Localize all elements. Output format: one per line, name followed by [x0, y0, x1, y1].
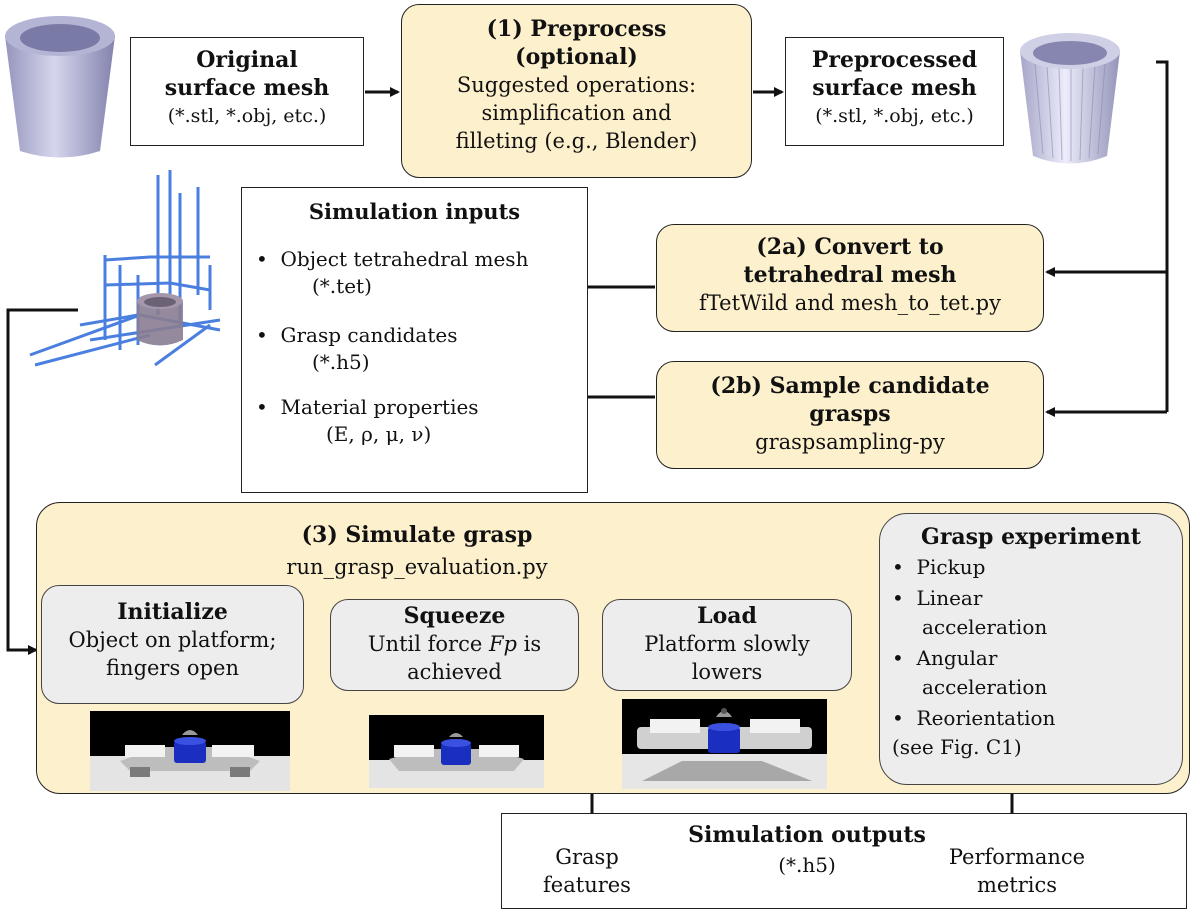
experiment-item-reorientation: • Reorientation — [892, 705, 1182, 732]
squeeze-title: Squeeze — [403, 603, 506, 629]
original-mesh-icon — [5, 16, 115, 158]
convert-box: (2a) Convert to tetrahedral mesh fTetWil… — [656, 224, 1044, 332]
experiment-angular-label-2: acceleration — [922, 675, 1048, 699]
experiment-linear-label-2: acceleration — [922, 615, 1048, 639]
preprocess-line-2: simplification and — [481, 101, 672, 125]
initialize-line-1: Object on platform; — [68, 628, 277, 652]
preprocess-line-3: filleting (e.g., Blender) — [455, 129, 698, 153]
preprocessed-mesh-icon — [1020, 33, 1120, 164]
gripper-render-icon — [90, 730, 290, 791]
experiment-pickup-label: Pickup — [916, 555, 986, 579]
input-item-material: • Material properties (E, ρ, μ, ν) — [256, 394, 587, 448]
output-performance-metrics: Performance metrics — [922, 843, 1112, 899]
load-line-2: lowers — [691, 660, 763, 684]
bullet: • — [256, 323, 268, 347]
experiment-item-pickup: • Pickup — [892, 554, 1182, 581]
grasp-experiment-title: Grasp experiment — [921, 524, 1141, 550]
squeeze-line-1-pre: Until force — [367, 632, 489, 656]
load-sim-image — [622, 699, 827, 789]
bullet: • — [892, 646, 904, 670]
gripper-render-icon — [622, 708, 827, 789]
simulate-title: (3) Simulate grasp — [301, 522, 533, 548]
convert-title-2: tetrahedral mesh — [743, 262, 957, 288]
preprocessed-mesh-title-2: surface mesh — [812, 75, 977, 101]
load-box: Load Platform slowly lowers — [602, 599, 852, 691]
input-material-label: Material properties — [280, 395, 479, 419]
output-grasp-features-2: features — [543, 873, 631, 897]
simulation-inputs-title: Simulation inputs — [308, 199, 521, 224]
sample-tools: graspsampling-py — [755, 430, 945, 454]
simulate-script: run_grasp_evaluation.py — [286, 555, 548, 579]
initialize-title: Initialize — [117, 599, 228, 625]
bullet: • — [892, 706, 904, 730]
bullet: • — [892, 586, 904, 610]
gripper-wireframe-icon — [29, 170, 221, 367]
experiment-angular-label-1: Angular — [916, 646, 998, 670]
simulation-inputs-box: Simulation inputs • Object tetrahedral m… — [241, 187, 588, 493]
gripper-render-icon — [369, 733, 544, 788]
preprocessed-mesh-formats: (*.stl, *.obj, etc.) — [815, 105, 974, 127]
simulation-outputs-format: (*.h5) — [778, 853, 836, 877]
preprocess-title-1: (1) Preprocess — [486, 16, 667, 42]
preprocess-box: (1) Preprocess (optional) Suggested oper… — [401, 4, 752, 178]
output-grasp-features: Grasp features — [522, 843, 652, 899]
sample-box: (2b) Sample candidate grasps graspsampli… — [656, 361, 1044, 469]
preprocess-title-2: (optional) — [515, 44, 638, 70]
squeeze-line-1-post: is — [516, 632, 542, 656]
grasp-experiment-box: Grasp experiment • Pickup • Linear accel… — [879, 513, 1183, 785]
experiment-item-angular: • Angular — [892, 645, 1182, 672]
output-performance-metrics-2: metrics — [976, 873, 1058, 897]
convert-tools: fTetWild and mesh_to_tet.py — [699, 291, 1001, 315]
sample-title-2: grasps — [809, 401, 891, 427]
initialize-line-2: fingers open — [106, 656, 239, 680]
input-item-tet-mesh: • Object tetrahedral mesh (*.tet) — [256, 246, 587, 300]
force-variable: Fp — [488, 632, 517, 656]
input-tet-mesh-label: Object tetrahedral mesh — [280, 247, 529, 271]
input-material-detail: (E, ρ, μ, ν) — [326, 422, 432, 446]
simulation-outputs-title: Simulation outputs — [688, 822, 926, 848]
initialize-sim-image — [90, 711, 290, 791]
squeeze-sim-image — [369, 715, 544, 788]
squeeze-line-1: Until force Fp is — [331, 630, 578, 658]
bullet: • — [256, 247, 268, 271]
experiment-item-linear: • Linear — [892, 585, 1182, 612]
original-mesh-title-1: Original — [196, 47, 298, 73]
connector-right-vertical — [1156, 60, 1169, 412]
input-grasp-candidates-detail: (*.h5) — [312, 350, 370, 374]
input-tet-mesh-detail: (*.tet) — [312, 274, 372, 298]
simulation-outputs-box: Simulation outputs (*.h5) Grasp features… — [501, 813, 1187, 909]
bullet: • — [256, 395, 268, 419]
bullet: • — [892, 555, 904, 579]
squeeze-line-2: achieved — [407, 660, 502, 684]
output-grasp-features-1: Grasp — [555, 845, 619, 869]
preprocess-line-1: Suggested operations: — [456, 73, 697, 97]
experiment-note: (see Fig. C1) — [892, 735, 1022, 759]
original-mesh-box: Original surface mesh (*.stl, *.obj, etc… — [130, 37, 364, 146]
load-title: Load — [697, 603, 757, 629]
convert-title-1: (2a) Convert to — [756, 234, 944, 260]
initialize-box: Initialize Object on platform; fingers o… — [41, 585, 304, 704]
preprocessed-mesh-box: Preprocessed surface mesh (*.stl, *.obj,… — [785, 37, 1004, 146]
original-mesh-title-2: surface mesh — [164, 75, 330, 101]
squeeze-box: Squeeze Until force Fp is achieved — [330, 599, 579, 691]
connector-left — [6, 308, 78, 655]
input-grasp-candidates-label: Grasp candidates — [280, 323, 458, 347]
load-line-1: Platform slowly — [644, 632, 810, 656]
experiment-reorientation-label: Reorientation — [916, 706, 1056, 730]
preprocessed-mesh-title-1: Preprocessed — [811, 47, 978, 73]
output-performance-metrics-1: Performance — [948, 845, 1086, 869]
input-item-grasp-candidates: • Grasp candidates (*.h5) — [256, 322, 587, 376]
sample-title-1: (2b) Sample candidate — [710, 373, 990, 399]
original-mesh-formats: (*.stl, *.obj, etc.) — [167, 105, 327, 127]
experiment-linear-label-1: Linear — [916, 586, 983, 610]
